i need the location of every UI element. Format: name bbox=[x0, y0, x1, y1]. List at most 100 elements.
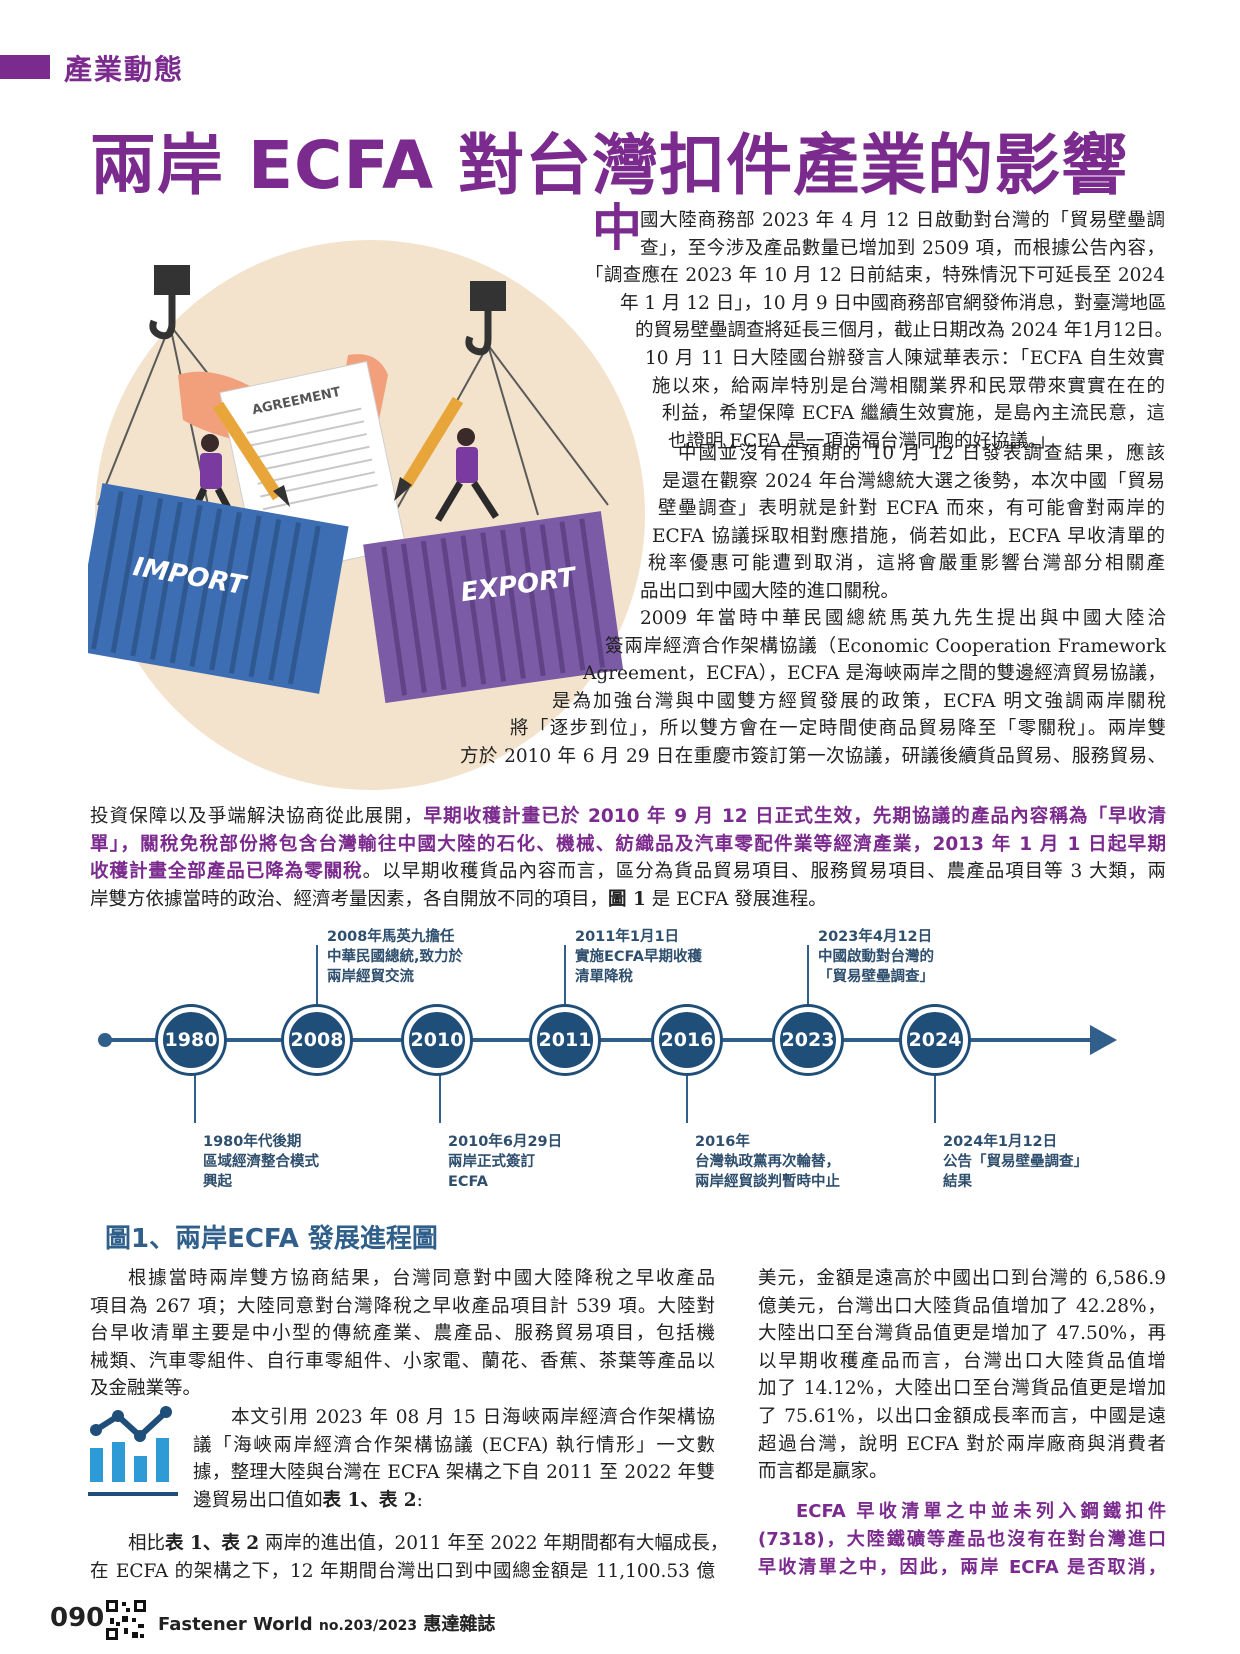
text-line: 議「海峽兩岸經濟合作架構協議 (ECFA) 執行情形」一文數 bbox=[193, 1434, 715, 1456]
text-line: 及金融業等。 bbox=[90, 1378, 202, 1400]
chart-icon bbox=[90, 1406, 172, 1482]
text-line: 年 1 月 12 日」，10 月 9 日中國商務部官網發佈消息，對臺灣地區 bbox=[620, 292, 1167, 314]
text-line: 國大陸商務部 2023 年 4 月 12 日啟動對台灣的「貿易壁壘調 bbox=[640, 210, 1165, 231]
ecfa-illustration: AGREEMENT IM bbox=[88, 240, 645, 790]
timeline-event-2008: 2008年馬英九擔任 中華民國總統,致力於 兩岸經貿交流 bbox=[327, 927, 463, 987]
text-line: 也證明 ECFA 是一項造福台灣同胞的好協議。」 bbox=[668, 430, 1056, 452]
text-line: 是為加強台灣與中國雙方經貿發展的政策，ECFA 明文強調兩岸關稅 bbox=[552, 690, 1166, 712]
highlight-text: 單」，關稅免稅部份將包含台灣輸往中國大陸的石化、機械、紡織品及汽車零配件業等經濟… bbox=[90, 833, 1166, 855]
qr-code-icon[interactable] bbox=[104, 1598, 148, 1642]
timeline-event-2016: 2016年 台灣執政黨再次輪替， 兩岸經貿談判暫時中止 bbox=[695, 1132, 840, 1192]
text-line: 將「逐步到位」，所以雙方會在一定時間使商品貿易降至「零關稅」。兩岸雙 bbox=[510, 718, 1166, 740]
text-segment: 。以早期收穫貨品內容而言，區分為貨品貿易項目、服務貿易項目、農產品項目等 3 大… bbox=[362, 861, 1166, 883]
issue-number: no.203/2023 bbox=[318, 1618, 418, 1634]
text-line: 10 月 11 日大陸國台辦發言人陳斌華表示：「ECFA 自生效實 bbox=[645, 347, 1165, 369]
text-line: 據，整理大陸與台灣在 ECFA 架構之下自 2011 至 2022 年雙 bbox=[193, 1462, 715, 1484]
timeline-event-2023: 2023年4月12日 中國啟動對台灣的 「貿易壁壘調查」 bbox=[818, 927, 934, 987]
event-line: 2010年6月29日 bbox=[448, 1134, 563, 1150]
magazine-name: Fastener World bbox=[158, 1614, 313, 1635]
article-title: 兩岸 ECFA 對台灣扣件產業的影響 bbox=[90, 127, 1129, 204]
text-line: 了 75.61%，以出口金額成長率而言，中國是遠 bbox=[758, 1405, 1166, 1427]
text-line: 利益，希望保障 ECFA 繼續生效實施，是島內主流民意，這 bbox=[662, 403, 1165, 425]
timeline-event-2010: 2010年6月29日 兩岸正式簽訂 ECFA bbox=[448, 1132, 562, 1192]
text-segment: 投資保障以及爭端解決協商從此展開， bbox=[90, 806, 424, 827]
dropcap: 中 bbox=[592, 199, 642, 257]
import-container: IMPORT bbox=[88, 483, 349, 694]
pencil-right-icon bbox=[394, 396, 464, 501]
left-col-paragraph-2: 本文引用 2023 年 08 月 15 日海峽兩岸經濟合作架構協 議「海峽兩岸經… bbox=[193, 1404, 715, 1514]
text-segment: 岸雙方依據當時的政治、經濟考量因素，各自開放不同的項目， bbox=[90, 888, 609, 910]
magazine-name-cn: 惠達雜誌 bbox=[423, 1614, 496, 1635]
text-line: 2009 年當時中華民國總統馬英九先生提出與中國大陸洽 bbox=[640, 608, 1166, 629]
text-segment: : bbox=[416, 1489, 423, 1511]
event-line: 「貿易壁壘調查」 bbox=[818, 969, 934, 985]
pull-line: (7318)，大陸鐵礦等產品也沒有在對台灣進口 bbox=[758, 1529, 1166, 1550]
timeline-event-1980: 1980年代後期 區域經濟整合模式 興起 bbox=[203, 1132, 319, 1192]
page-number: 090 bbox=[50, 1603, 105, 1633]
arrow-right-icon bbox=[1090, 1025, 1117, 1055]
text-line: 加了 14.12%，大陸出口至台灣貨品值更是增加 bbox=[758, 1378, 1166, 1400]
year-node-2016: 2016 bbox=[654, 1007, 720, 1073]
text-line: Agreement，ECFA），ECFA 是海峽兩岸之間的雙邊經濟貿易協議， bbox=[583, 663, 1166, 685]
text-segment: 兩岸的進出值，2011 年至 2022 年期間都有大幅成長， bbox=[259, 1533, 729, 1554]
paragraph-3: 2009 年當時中華民國總統馬英九先生提出與中國大陸洽 簽兩岸經濟合作架構協議（… bbox=[460, 605, 1166, 771]
text-line: 品出口到中國大陸的進口關稅。 bbox=[640, 580, 900, 602]
text-line: 超過台灣，說明 ECFA 對於兩岸廠商與消費者 bbox=[758, 1433, 1166, 1455]
text-line: 收穫計畫全部產品已降為零關稅。以早期收穫貨品內容而言，區分為貨品貿易項目、服務貿… bbox=[90, 858, 1166, 886]
text-line: 方於 2010 年 6 月 29 日在重慶市簽訂第一次協議，研議後續貨品貿易、服… bbox=[460, 745, 1166, 767]
text-line: 稅率優惠可能遭到取消，這將會嚴重影響台灣部分相關產 bbox=[648, 553, 1165, 575]
table-ref: 表 1、表 2 bbox=[165, 1533, 260, 1554]
text-segment: 是 ECFA 發展進程。 bbox=[645, 888, 827, 910]
text-line: 是還在觀察 2024 年台灣總統大選之後勢，本次中國「貿易 bbox=[662, 470, 1165, 492]
year-node-2008: 2008 bbox=[284, 1007, 350, 1073]
text-line: 而言都是贏家。 bbox=[758, 1461, 888, 1483]
crane-hook-left-icon bbox=[149, 265, 190, 340]
pull-line: 早收清單之中，因此，兩岸 ECFA 是否取消， bbox=[758, 1557, 1166, 1578]
event-line: 2011年1月1日 bbox=[575, 929, 680, 945]
event-line: 1980年代後期 bbox=[203, 1134, 302, 1150]
text-line: 投資保障以及爭端解決協商從此展開，早期收穫計畫已於 2010 年 9 月 12 … bbox=[90, 803, 1166, 831]
highlight-text: 早期收穫計畫已於 2010 年 9 月 12 日正式生效，先期協議的產品內容稱為… bbox=[423, 806, 1166, 827]
text-line: 億美元，台灣出口大陸貨品值增加了 42.28%， bbox=[758, 1295, 1166, 1317]
year-node-2010: 2010 bbox=[404, 1007, 470, 1073]
text-line: ECFA 協議採取相對應措施，倘若如此，ECFA 早收清單的 bbox=[652, 525, 1165, 547]
text-line: 查」，至今涉及產品數量已增加到 2509 項，而根據公告內容， bbox=[640, 237, 1165, 259]
text-line: 岸雙方依據當時的政治、經濟考量因素，各自開放不同的項目，圖 1 是 ECFA 發… bbox=[90, 886, 1166, 914]
timeline-connectors bbox=[194, 945, 936, 1123]
text-line: 施以來，給兩岸特別是台灣相關業界和民眾帶來實實在在的 bbox=[652, 375, 1165, 397]
event-line: 兩岸正式簽訂 bbox=[448, 1154, 535, 1170]
text-segment: 邊貿易出口值如 bbox=[193, 1489, 323, 1511]
text-line: 「調查應在 2023 年 10 月 12 日前結束，特殊情況下可延長至 2024 bbox=[585, 265, 1165, 287]
paragraph-intro: 中 國大陸商務部 2023 年 4 月 12 日啟動對台灣的「貿易壁壘調 查」，… bbox=[585, 203, 1173, 455]
section-label: 產業動態 bbox=[64, 53, 185, 86]
text-line: 中國並沒有在預期的 10 月 12 日發表調查結果，應該 bbox=[678, 443, 1165, 464]
text-line: 械類、汽車零組件、自行車零組件、小家電、蘭花、香蕉、茶葉等產品以 bbox=[90, 1350, 715, 1372]
event-line: 中國啟動對台灣的 bbox=[818, 949, 934, 965]
text-line: 壁壘調查」表明就是針對 ECFA 而來，有可能會對兩岸的 bbox=[658, 498, 1165, 520]
left-col-paragraph-3: 相比表 1、表 2 兩岸的進出值，2011 年至 2022 年期間都有大幅成長，… bbox=[90, 1530, 728, 1585]
text-line: 台早收清單主要是中小型的傳統產業、農產品、服務貿易項目，包括機 bbox=[90, 1323, 715, 1345]
icon-underline bbox=[88, 1492, 178, 1496]
text-line: 根據當時兩岸雙方協商結果，台灣同意對中國大陸降稅之早收產品 bbox=[128, 1268, 715, 1289]
pull-quote: ECFA 早收清單之中並未列入鋼鐵扣件 (7318)，大陸鐵礦等產品也沒有在對台… bbox=[758, 1498, 1166, 1582]
event-line: 公告「貿易壁壘調查」 bbox=[943, 1154, 1088, 1170]
ecfa-timeline: 1980 2008 2010 2011 2016 2023 2024 2008年… bbox=[95, 929, 1175, 1205]
event-line: 2024年1月12日 bbox=[943, 1134, 1058, 1150]
section-color-bar bbox=[0, 55, 50, 79]
left-col-paragraph-1: 根據當時兩岸雙方協商結果，台灣同意對中國大陸降稅之早收產品 項目為 267 項；… bbox=[90, 1265, 715, 1403]
paragraph-3-full: 投資保障以及爭端解決協商從此展開，早期收穫計畫已於 2010 年 9 月 12 … bbox=[90, 803, 1166, 913]
event-line: 結果 bbox=[943, 1174, 972, 1190]
text-line: 在 ECFA 的架構之下，12 年期間台灣出口到中國總金額是 11,100.53… bbox=[90, 1560, 715, 1582]
text-line: 以早期收穫產品而言，台灣出口大陸貨品值增 bbox=[758, 1350, 1166, 1372]
table-ref: 表 1、表 2 bbox=[322, 1489, 417, 1511]
text-line: 本文引用 2023 年 08 月 15 日海峽兩岸經濟合作架構協 bbox=[231, 1407, 715, 1428]
export-container: EXPORT bbox=[363, 511, 624, 704]
figure-caption: 圖1、兩岸ECFA 發展進程圖 bbox=[105, 1224, 438, 1254]
event-line: 區域經濟整合模式 bbox=[203, 1154, 319, 1170]
event-line: 2023年4月12日 bbox=[818, 929, 933, 945]
event-line: 興起 bbox=[203, 1174, 232, 1190]
year-node-2023: 2023 bbox=[775, 1007, 841, 1073]
text-line: 美元，金額是遠高於中國出口到台灣的 6,586.9 bbox=[758, 1268, 1166, 1289]
text-segment: 相比 bbox=[128, 1533, 166, 1554]
figure-ref: 圖 1 bbox=[608, 888, 646, 910]
